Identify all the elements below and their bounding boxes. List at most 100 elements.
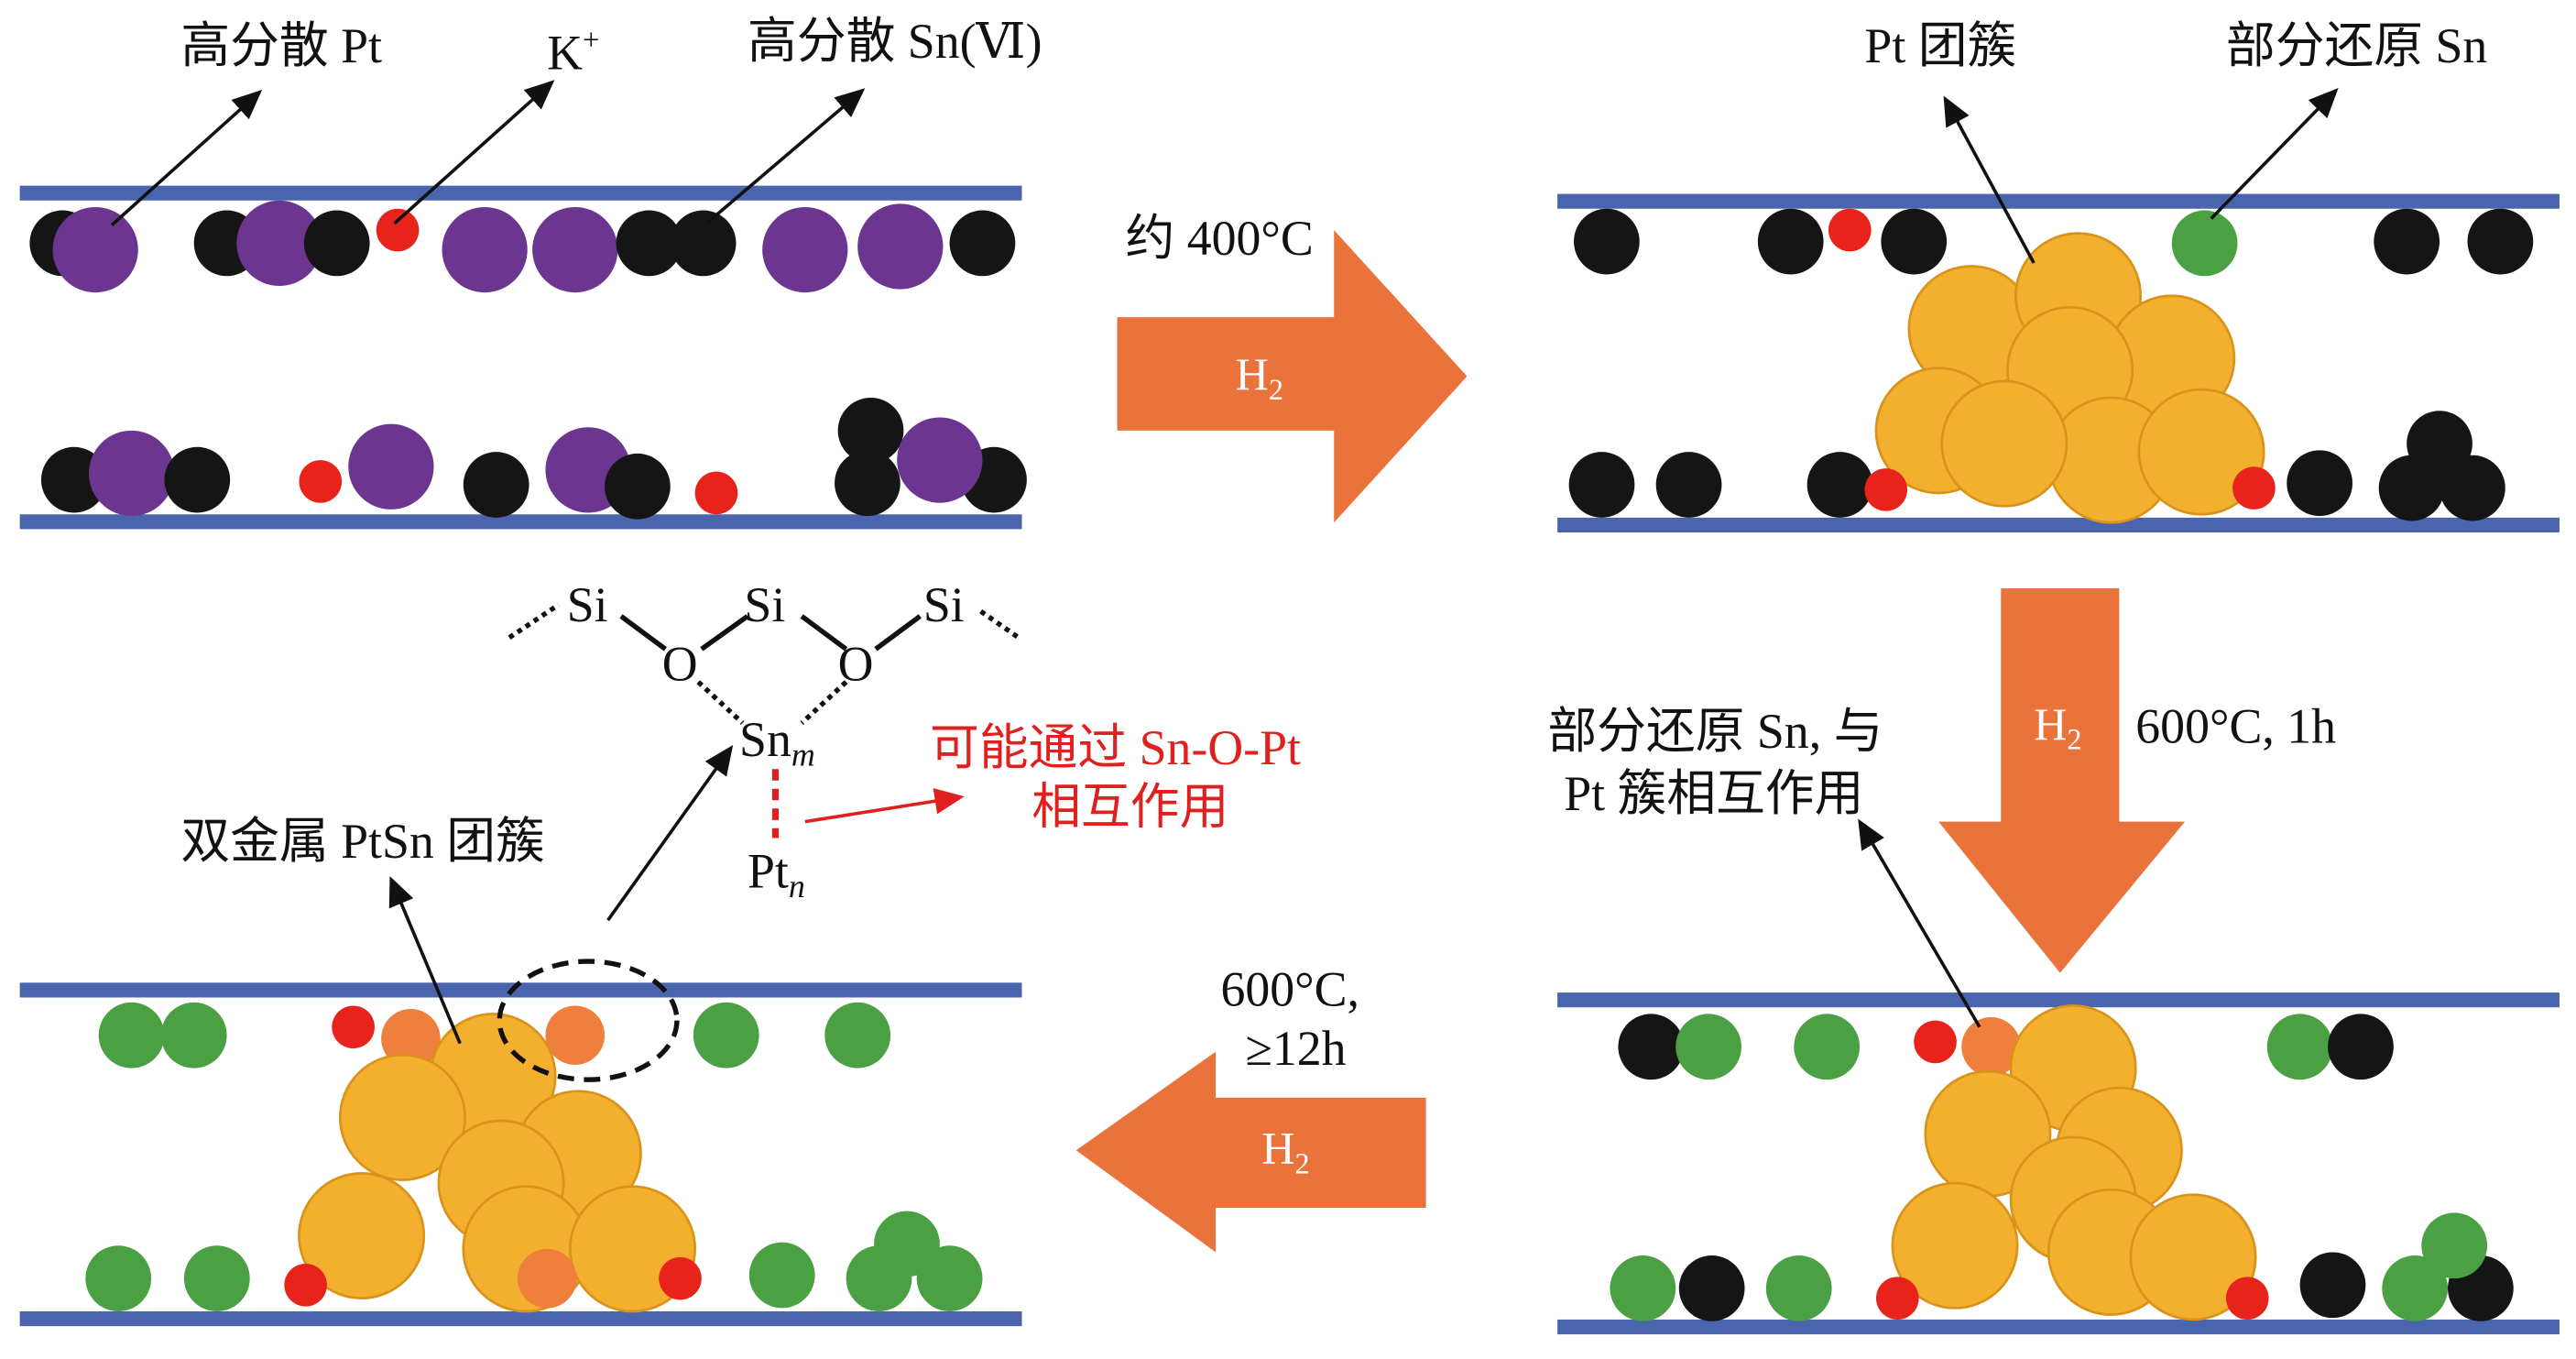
black-particle bbox=[2440, 455, 2505, 521]
arrow2-gas: H2 bbox=[2034, 698, 2081, 756]
black-particle bbox=[2378, 455, 2445, 521]
black-particle bbox=[303, 210, 370, 277]
black-particle bbox=[1574, 208, 1640, 275]
reduced-sn-particle bbox=[2421, 1212, 2488, 1279]
arrow2-condition: 600°C, 1h bbox=[2135, 699, 2336, 754]
support-bar bbox=[1557, 992, 2560, 1008]
reduced-sn-particle bbox=[693, 1002, 759, 1069]
support-bar bbox=[19, 514, 1022, 530]
dispersed-pt-particle bbox=[348, 423, 434, 510]
black-particle bbox=[2299, 1252, 2366, 1319]
label-sn-pt-line1: 部分还原 Sn, 与 bbox=[1547, 704, 1883, 759]
reduced-sn-particle bbox=[1765, 1255, 1832, 1321]
reduced-sn-particle bbox=[2266, 1014, 2333, 1080]
label-pt-cluster: Pt 团簇 bbox=[1864, 18, 2016, 73]
reduced-sn-particle bbox=[1610, 1255, 1676, 1321]
interaction-note-line2: 相互作用 bbox=[1031, 779, 1228, 834]
dispersed-pt-particle bbox=[88, 430, 175, 517]
interaction-note-line1: 可能通过 Sn-O-Pt bbox=[930, 720, 1301, 775]
k-ion-particle bbox=[1828, 208, 1872, 252]
atom-o-1: O bbox=[662, 636, 698, 691]
reduced-sn-particle bbox=[183, 1245, 250, 1311]
dispersed-pt-particle bbox=[857, 203, 944, 290]
reduced-sn-particle bbox=[748, 1242, 815, 1309]
reduced-sn-particle bbox=[1794, 1014, 1861, 1080]
sn-o-si-structure: Si Si Si O O Snm Ptn 可能通过 Sn-O-Pt 相互作用 bbox=[508, 577, 1301, 904]
reduced-sn-particle bbox=[98, 1002, 165, 1069]
process-arrow-left bbox=[1075, 1051, 1426, 1253]
black-particle bbox=[1568, 452, 1635, 518]
reduced-sn-particle bbox=[2171, 210, 2238, 277]
black-particle bbox=[164, 446, 231, 513]
dispersed-pt-particle bbox=[762, 206, 848, 293]
support-bar bbox=[1557, 517, 2560, 533]
black-particle bbox=[837, 397, 904, 464]
reduced-sn-particle bbox=[85, 1245, 152, 1311]
reduced-sn-particle bbox=[2382, 1255, 2449, 1321]
pt-cluster-particle bbox=[2129, 1193, 2257, 1321]
process-arrow-right bbox=[1117, 230, 1468, 523]
reduced-sn-particle bbox=[874, 1211, 940, 1277]
ptsn-particle bbox=[517, 1248, 577, 1309]
highlight-ellipse bbox=[497, 959, 680, 1082]
k-ion-particle bbox=[284, 1263, 327, 1307]
black-particle bbox=[949, 210, 1016, 277]
black-particle bbox=[605, 453, 671, 520]
black-particle bbox=[2467, 208, 2534, 275]
pt-cluster-particle bbox=[298, 1172, 426, 1299]
k-ion-particle bbox=[1864, 468, 1908, 511]
pt-cluster-particle bbox=[1940, 379, 2068, 508]
black-particle bbox=[2328, 1014, 2394, 1080]
black-particle bbox=[1655, 452, 1722, 518]
pointer-arrows bbox=[110, 80, 2339, 1045]
label-partially-reduced-sn: 部分还原 Sn bbox=[2226, 18, 2487, 73]
dispersed-pt-particle bbox=[897, 417, 983, 503]
black-particle bbox=[2374, 208, 2440, 275]
atom-si-3: Si bbox=[923, 577, 965, 632]
label-sn-pt-line2: Pt 簇相互作用 bbox=[1564, 766, 1863, 821]
pt-cluster-particle bbox=[338, 1053, 466, 1181]
atom-si-2: Si bbox=[744, 577, 785, 632]
k-ion-particle bbox=[299, 460, 343, 503]
dispersed-pt-particle bbox=[532, 206, 618, 293]
reduced-sn-particle bbox=[1675, 1014, 1741, 1080]
k-ion-particle bbox=[332, 1005, 375, 1049]
arrow3-condition-line2: ≥12h bbox=[1245, 1021, 1346, 1076]
ptsn-particle bbox=[381, 1009, 441, 1069]
support-bar bbox=[1557, 1319, 2560, 1335]
support-bar bbox=[1557, 193, 2560, 209]
reduced-sn-particle bbox=[824, 1002, 891, 1069]
atom-si-1: Si bbox=[567, 577, 608, 632]
label-dispersed-sn: 高分散 Sn(Ⅵ) bbox=[748, 14, 1042, 69]
k-ion-particle bbox=[1875, 1277, 1919, 1320]
k-ion-particle bbox=[2232, 466, 2276, 510]
support-bar bbox=[19, 1310, 1022, 1327]
black-particle bbox=[1881, 208, 1948, 275]
atom-pt: Ptn bbox=[748, 843, 805, 904]
black-particle bbox=[1618, 1014, 1685, 1080]
dispersed-pt-particle bbox=[236, 200, 322, 287]
black-particle bbox=[1757, 208, 1824, 275]
k-ion-particle bbox=[659, 1256, 702, 1300]
label-k-ion: K+ bbox=[547, 23, 599, 81]
k-ion-particle bbox=[2225, 1277, 2269, 1320]
black-particle bbox=[1678, 1255, 1745, 1321]
pt-cluster-particle bbox=[1891, 1181, 2019, 1310]
black-particle bbox=[2287, 450, 2353, 517]
dispersed-pt-particle bbox=[52, 206, 138, 293]
label-dispersed-pt: 高分散 Pt bbox=[180, 18, 382, 73]
atom-o-2: O bbox=[838, 636, 874, 691]
k-ion-particle bbox=[1914, 1020, 1957, 1064]
support-layers bbox=[19, 185, 2560, 1335]
support-bar bbox=[19, 982, 1022, 998]
arrow3-condition-line1: 600°C, bbox=[1220, 961, 1359, 1016]
reduced-sn-particle bbox=[160, 1002, 227, 1069]
black-particle bbox=[670, 210, 737, 277]
ptsn-particle bbox=[1961, 1017, 2021, 1077]
black-particle bbox=[616, 210, 682, 277]
dispersed-pt-particle bbox=[442, 206, 528, 293]
particles bbox=[29, 200, 2534, 1321]
black-particle bbox=[835, 450, 901, 517]
black-particle bbox=[463, 452, 529, 518]
